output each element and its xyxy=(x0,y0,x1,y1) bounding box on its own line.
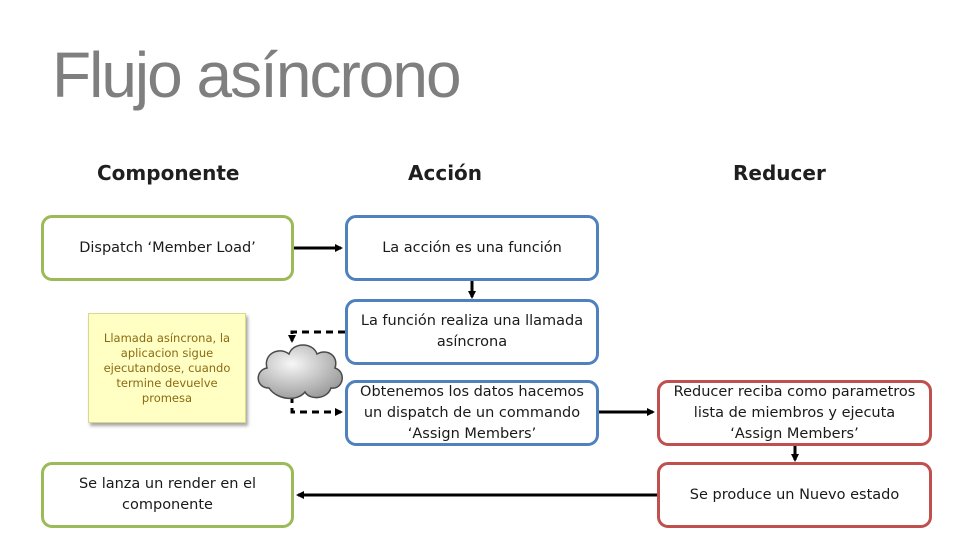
box-render-componente-label: Se lanza un render en el componente xyxy=(78,476,257,513)
box-funcion-llamada-label: La función realiza una llamada asíncrona xyxy=(360,313,584,350)
box-nuevo-estado-label: Se produce un Nuevo estado xyxy=(689,486,900,503)
box-dispatch-member-load: Dispatch ‘Member Load’ xyxy=(41,215,294,281)
box-reducer-recibe-label: Reducer reciba como parametros lista de … xyxy=(673,383,916,442)
sticky-note-llamada-asincrona: Llamada asíncrona, la aplicacion sigue e… xyxy=(88,313,246,423)
box-obtenemos-datos: Obtenemos los datos hacemos un dispatch … xyxy=(345,380,599,446)
page-title: Flujo asíncrono xyxy=(52,39,462,111)
dashed-arrow-cloud-to-obtenemos xyxy=(290,396,343,416)
dashed-arrow-funcion-to-cloud xyxy=(288,330,345,343)
box-render-componente: Se lanza un render en el componente xyxy=(41,462,294,528)
box-accion-funcion: La acción es una función xyxy=(345,215,599,281)
box-accion-funcion-label: La acción es una función xyxy=(382,239,562,256)
column-heading-accion: Acción xyxy=(408,161,483,185)
box-funcion-llamada: La función realiza una llamada asíncrona xyxy=(345,299,599,365)
box-dispatch-member-load-label: Dispatch ‘Member Load’ xyxy=(79,239,256,256)
box-obtenemos-datos-label: Obtenemos los datos hacemos un dispatch … xyxy=(360,383,584,442)
column-heading-componente: Componente xyxy=(97,161,240,185)
cloud-icon xyxy=(257,344,343,400)
box-nuevo-estado: Se produce un Nuevo estado xyxy=(657,462,932,528)
sticky-note-text: Llamada asíncrona, la aplicacion sigue e… xyxy=(103,330,231,405)
column-heading-reducer: Reducer xyxy=(733,161,826,185)
box-reducer-recibe: Reducer reciba como parametros lista de … xyxy=(657,380,932,446)
